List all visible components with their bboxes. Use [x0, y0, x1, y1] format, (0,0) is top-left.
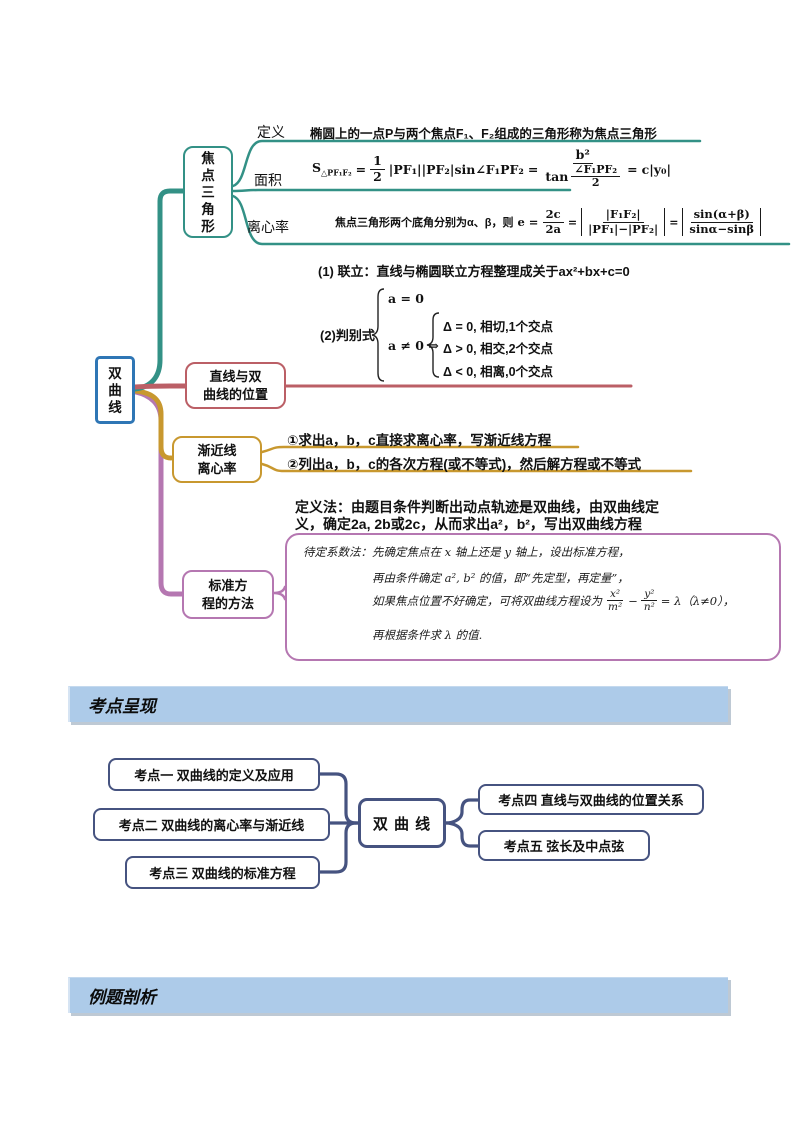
node-standard-equation: 标准方 程的方法	[182, 570, 274, 619]
linepos-item2: (2)判别式	[320, 328, 375, 343]
exam-point-2: 考点二 双曲线的离心率与渐近线	[93, 808, 330, 841]
ecc-e: e =	[517, 215, 539, 229]
standard-definition-method: 定义法：由题目条件判断出动点轨迹是双曲线，由双曲线定 义，确定2a, 2b或2c…	[295, 499, 659, 532]
node-line-position-label: 直线与双 曲线的位置	[202, 368, 268, 402]
node-focal-label: 焦点三角形	[201, 150, 215, 234]
linepos-item1: (1) 联立：直线与椭圆联立方程整理成关于ax²+bx+c=0	[318, 264, 630, 279]
area-eq2: =	[527, 161, 539, 177]
area-tan: tan	[545, 168, 569, 184]
area-tan-fraction: b² tan ∠F₁PF₂ 2	[542, 147, 623, 190]
pending-fraction-x: x² m²	[607, 588, 624, 614]
asymptote-item2: ②列出a，b，c的各次方程(或不等式)，然后解方程或不等式	[287, 457, 642, 472]
linepos-delta-case-1: Δ = 0, 相切,1个交点	[443, 320, 554, 334]
area-eq1: =	[355, 161, 367, 177]
area-tail: c|y₀|	[641, 161, 672, 177]
node-standard-label: 标准方 程的方法	[201, 577, 254, 611]
pending-line-1: 待定系数法：先确定焦点在 x 轴上还是 y 轴上，设出标准方程，	[303, 545, 630, 559]
pending-line-4: 再根据条件求 λ 的值.	[372, 628, 483, 642]
section-banner-exam-points: 考点呈现	[68, 686, 728, 722]
ecc-eq2: =	[567, 215, 578, 229]
area-eq3: =	[627, 161, 638, 177]
node-asymptote-label: 渐近线 离心率	[197, 442, 237, 476]
label-area: 面积	[254, 172, 282, 188]
outer-brace	[371, 288, 385, 382]
pending-fraction-y: y² n²	[641, 588, 658, 613]
linepos-case-a0: a = 0	[388, 291, 424, 306]
asymptote-underline-1	[260, 445, 580, 454]
exam-point-3: 考点三 双曲线的标准方程	[125, 856, 320, 889]
focal-def-underline	[231, 139, 702, 188]
linepos-delta-case-2: Δ > 0, 相交,2个交点	[443, 342, 554, 356]
label-definition: 定义	[257, 124, 285, 140]
node-root-label: 双曲线	[108, 365, 122, 415]
ecc-fraction-1: 2c 2a	[542, 208, 564, 235]
exam-connector-left-3	[318, 821, 358, 874]
branch-standard-fork	[272, 585, 287, 601]
linepos-delta-case-3: Δ < 0, 相离,0个交点	[443, 365, 554, 379]
exam-center-hyperbola: 双 曲 线	[358, 798, 446, 848]
asymptote-item1: ①求出a，b，c直接求离心率，写渐近线方程	[287, 433, 552, 448]
area-S-subscript: △PF₁F₂	[321, 167, 352, 178]
focal-definition-text: 椭圆上的一点P与两个焦点F₁、F₂组成的三角形称为焦点三角形	[310, 127, 657, 141]
ecc-abs-2: sin(α+β) sinα−sinβ	[682, 208, 761, 236]
ecc-eq3: =	[669, 215, 679, 229]
branch-linepos-trunk	[132, 383, 188, 390]
branch-focal-trunk	[132, 188, 186, 392]
area-half-fraction: 1 2	[370, 153, 385, 184]
ecc-abs-1: |F₁F₂| |PF₁|−|PF₂|	[581, 208, 666, 236]
area-formula: S△PF₁F₂ = 1 2 |PF₁||PF₂|sin∠F₁PF₂ = b² t…	[312, 147, 671, 191]
linepos-case-an0: a ≠ 0 ⇒	[388, 338, 439, 353]
node-focal-triangle: 焦点三角形	[183, 146, 233, 238]
area-body: |PF₁||PF₂|sin∠F₁PF₂	[388, 161, 524, 177]
exam-point-1: 考点一 双曲线的定义及应用	[108, 758, 320, 791]
section-banner-examples: 例题剖析	[68, 977, 728, 1013]
focal-area-underline	[231, 188, 572, 193]
pending-line-2: 再由条件确定 a², b² 的值，即“先定型，再定量”，	[372, 571, 629, 585]
branch-asymptote-trunk	[133, 388, 174, 461]
area-angle-fraction: ∠F₁PF₂ 2	[571, 163, 621, 190]
exam-connector-right-1	[444, 798, 480, 825]
inner-brace	[426, 312, 440, 378]
area-S: S	[312, 160, 322, 176]
standard-pending-box	[285, 533, 781, 661]
branch-standard-trunk	[133, 389, 185, 597]
node-asymptote-eccentricity: 渐近线 离心率	[172, 436, 262, 483]
focal-ecc-underline	[231, 194, 791, 246]
exam-connector-right-2	[444, 821, 480, 848]
ecc-prefix: 焦点三角形两个底角分别为α、β，则	[335, 217, 514, 229]
exam-point-4: 考点四 直线与双曲线的位置关系	[478, 784, 704, 815]
asymptote-underline-2	[260, 462, 693, 473]
label-eccentricity: 离心率	[247, 219, 289, 235]
node-line-position: 直线与双 曲线的位置	[185, 362, 286, 409]
eccentricity-formula: 焦点三角形两个底角分别为α、β，则 e = 2c 2a = |F₁F₂| |PF…	[335, 200, 761, 244]
node-root-hyperbola: 双曲线	[95, 356, 135, 424]
pending-line-3: 如果焦点位置不好确定，可将双曲线方程设为 x² m² − y² n² = λ（λ…	[372, 588, 735, 614]
exam-point-5: 考点五 弦长及中点弦	[478, 830, 650, 861]
